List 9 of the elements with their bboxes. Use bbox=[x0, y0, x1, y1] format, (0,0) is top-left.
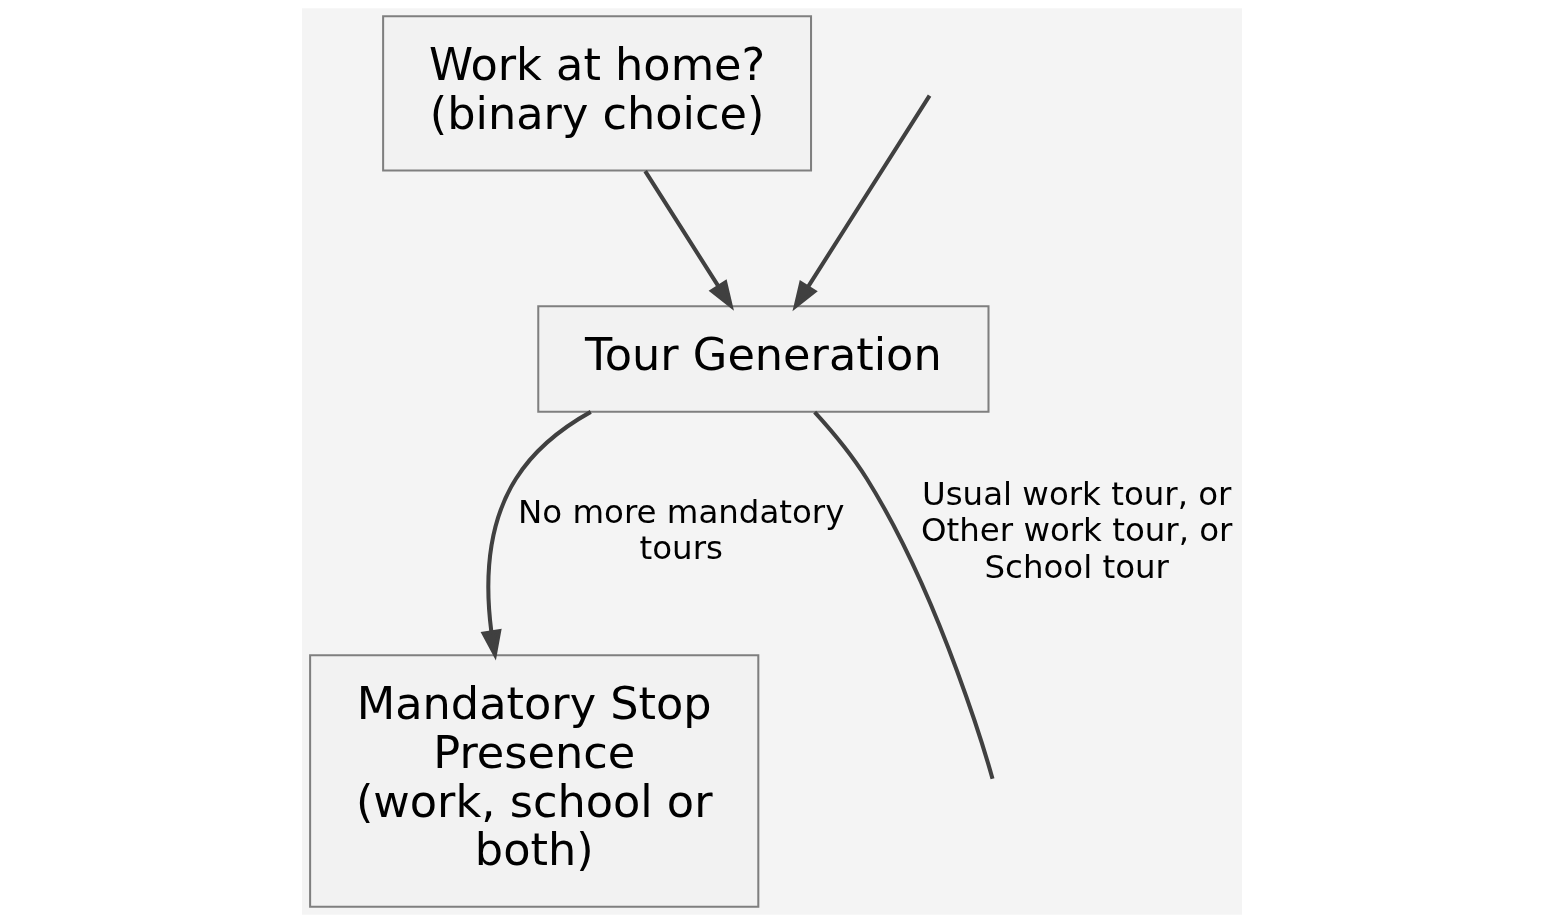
node-box: Tour Generation bbox=[537, 305, 990, 413]
node-box: Work at home? (binary choice) bbox=[382, 15, 813, 172]
edge-label: No more mandatory tours bbox=[518, 492, 845, 568]
arrow bbox=[792, 94, 932, 312]
arrow bbox=[480, 410, 592, 661]
arrow bbox=[643, 170, 734, 311]
connector bbox=[813, 410, 995, 780]
node-box: Mandatory Stop Presence (work, school or both) bbox=[309, 654, 760, 908]
edge-label: Usual work tour, or Other work tour, or School tour bbox=[920, 474, 1233, 586]
